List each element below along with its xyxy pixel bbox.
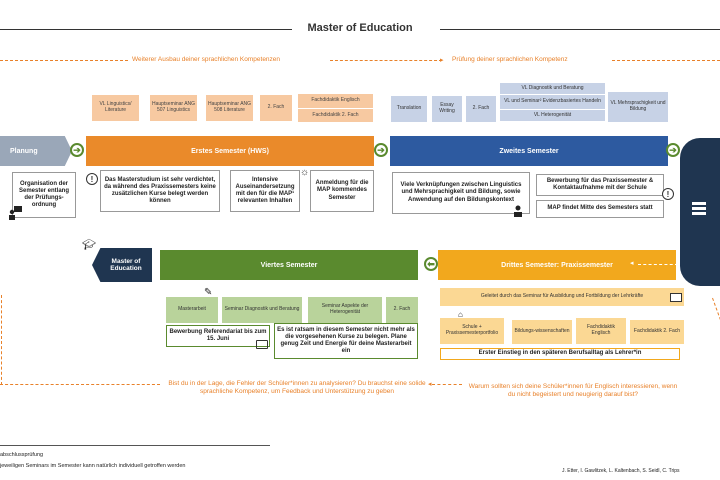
warning-icon: !	[662, 188, 674, 200]
pen-icon: ✎	[204, 287, 213, 298]
certificate-icon	[256, 340, 268, 349]
sem4-note: Bewerbung Referendariat bis zum 15. Juni	[166, 325, 270, 347]
sem1-label: Erstes Semester (HWS)	[191, 147, 269, 155]
white-dash-line	[638, 264, 678, 265]
top-right-arrow-line	[612, 60, 720, 61]
sem2-note: Bewerbung für das Praxissemester & Konta…	[536, 174, 664, 196]
sem3-chip: Fachdidaktik Englisch	[576, 318, 626, 344]
planning-bar: Planung	[0, 136, 72, 166]
bottom-left-text: Bist du in der Lage, die Fehler der Schü…	[168, 380, 426, 396]
arrow-left-icon: ⬅	[424, 257, 438, 271]
arrow-right-icon: ➔	[374, 143, 388, 157]
sem1-chip: Hauptseminar ANG 507 Linguistics	[150, 95, 197, 121]
footer-rule	[0, 445, 270, 446]
sem2-chip-stack: VL und Seminar² Evidenzbasiertes Handeln	[500, 95, 605, 109]
screen-icon	[670, 293, 682, 302]
arrow-right-icon: ➔	[70, 143, 84, 157]
right-dash-curve	[712, 297, 720, 374]
sem2-bar: Zweites Semester	[390, 136, 668, 166]
sem2-chip-right: VL Mehrsprachigkeit und Bildung	[608, 92, 668, 122]
sem2-chip-stack: VL Heterogenität	[500, 110, 605, 121]
planning-note: Organisation der Semester entlang der Pr…	[12, 172, 76, 218]
title-rule-left	[0, 29, 292, 30]
title-rule-right	[440, 29, 720, 30]
arrow-head-icon: ▸	[440, 57, 444, 64]
sem3-chip: Fachdidaktik 2. Fach	[630, 320, 684, 344]
arrow-head-icon: ◂	[428, 381, 432, 388]
footnote-1: abschlussprüfung	[0, 452, 44, 458]
bottom-left-arrow-line	[0, 384, 160, 385]
end-bar: Master of Education	[92, 248, 152, 282]
arrow-right-icon: ➔	[666, 143, 680, 157]
sem3-chip: Schule + Praxissemesterportfolio	[440, 318, 504, 344]
sem1-chip: 2. Fach	[260, 95, 292, 121]
sem4-chip: 2. Fach	[386, 297, 418, 323]
lightbulb-icon: ☼	[300, 167, 310, 178]
sem1-chip-stack: Fachdidaktik Englisch	[298, 94, 373, 108]
sem2-chip: 2. Fach	[466, 96, 496, 122]
page-title: Master of Education	[307, 22, 413, 34]
sem2-note: Viele Verknüpfungen zwischen Linguistics…	[392, 172, 530, 214]
top-right-label: Prüfung deiner sprachlichen Kompetenz	[452, 56, 568, 63]
footnote-2: jeweiligen Seminars im Semester kann nat…	[0, 463, 186, 469]
sem3-label: Drittes Semester: Praxissemester	[501, 261, 613, 269]
sem1-note: Anmeldung für die MAP kommendes Semester	[310, 170, 374, 212]
sem4-label: Viertes Semester	[260, 261, 318, 269]
bottom-right-text: Warum sollten sich deine Schüler*innen f…	[468, 383, 678, 399]
sem2-label: Zweites Semester	[499, 147, 559, 155]
graduation-cap-icon: 🎓︎	[82, 239, 96, 251]
top-mid-arrow-line	[330, 60, 442, 61]
warning-icon: !	[86, 173, 98, 185]
sem1-note: Das Masterstudium ist sehr verdichtet, d…	[100, 170, 220, 212]
top-left-label: Weiterer Ausbau deiner sprachlichen Komp…	[132, 56, 281, 63]
school-icon: ⌂	[458, 310, 463, 319]
sem3-banner: Geleitet durch das Seminar für Ausbildun…	[440, 288, 684, 306]
planning-label: Planung	[10, 147, 38, 155]
credits: J. Etter, I. Gawlitzek, L. Kaltenbach, S…	[562, 468, 680, 474]
sem4-chip: Masterarbeit	[166, 297, 218, 323]
sem3-bar: Drittes Semester: Praxissemester	[438, 250, 676, 280]
sem3-note: Erster Einstieg in den späteren Berufsal…	[440, 348, 680, 360]
arrow-head-icon: ◂	[630, 260, 634, 267]
sem4-chip: Seminar Aspekte der Heterogenität	[308, 297, 382, 323]
books-icon	[689, 198, 709, 218]
sem1-note: Intensive Auseinandersetzung mit den für…	[230, 170, 300, 212]
sem2-chip-stack: VL Diagnostik und Beratung	[500, 83, 605, 94]
person-board-icon	[8, 206, 22, 220]
end-label: Master of Education	[110, 258, 142, 272]
sem1-chip: VL Linguistics/ Literature	[92, 95, 139, 121]
bottom-mid-arrow-line	[432, 384, 462, 385]
sem2-chip: Translation	[391, 96, 427, 122]
sem3-chip: Bildungs-wissenschaften	[512, 320, 572, 344]
sem2-note: MAP findet Mitte des Semesters statt	[536, 200, 664, 218]
top-left-arrow-line	[0, 60, 128, 61]
sem4-chip: Seminar Diagnostik und Beratung	[222, 297, 302, 323]
sem2-chip: Essay Writing	[432, 96, 462, 122]
person-laptop-icon	[512, 204, 524, 217]
sem1-chip-stack: Fachdidaktik 2. Fach	[298, 109, 373, 122]
sem4-bar: Viertes Semester	[160, 250, 418, 280]
left-dash-vertical	[1, 295, 2, 385]
sem1-chip: Hauptseminar ANG 508 Literature	[206, 95, 253, 121]
sem1-bar: Erstes Semester (HWS)	[86, 136, 374, 166]
sem4-note: Es ist ratsam in diesem Semester nicht m…	[274, 323, 418, 359]
